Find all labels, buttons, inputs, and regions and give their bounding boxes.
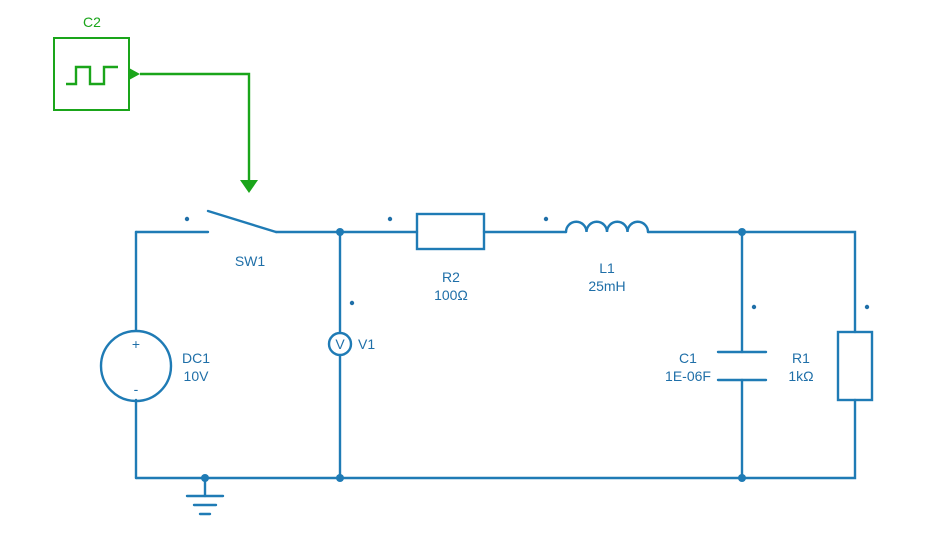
circuit-wires[interactable] <box>134 230 857 498</box>
polarity-dots <box>184 216 870 310</box>
control-signal-wire[interactable] <box>140 72 251 181</box>
ground-icon[interactable] <box>185 494 225 516</box>
r1-resistor[interactable] <box>836 330 874 402</box>
v1-glyph: V <box>335 336 345 352</box>
dc1-name-label: DC1 <box>182 350 210 366</box>
c2-output-port[interactable] <box>129 68 140 80</box>
l1-value-label: 25mH <box>588 278 625 294</box>
c1-name-label: C1 <box>679 350 697 366</box>
dc1-minus-sign: - <box>134 381 139 397</box>
r1-value-label: 1kΩ <box>788 368 813 384</box>
control-signal-arrow <box>240 180 258 193</box>
l1-inductor[interactable] <box>564 220 650 234</box>
square-wave-icon <box>66 65 118 86</box>
v1-label: V1 <box>358 336 375 352</box>
dc1-voltage-source[interactable]: + - <box>99 329 173 403</box>
dc1-plus-sign: + <box>132 336 140 352</box>
v1-voltmeter[interactable]: V <box>327 331 353 357</box>
c1-capacitor[interactable] <box>716 350 768 382</box>
l1-name-label: L1 <box>599 260 615 276</box>
dc1-value-label: 10V <box>184 368 210 384</box>
sw1-label: SW1 <box>235 253 266 269</box>
sw1-switch[interactable] <box>206 209 278 234</box>
r1-name-label: R1 <box>792 350 810 366</box>
r2-name-label: R2 <box>442 269 460 285</box>
r2-resistor[interactable] <box>415 212 486 251</box>
c1-value-label: 1E-06F <box>665 368 711 384</box>
c2-label: C2 <box>83 14 101 30</box>
junctions <box>201 228 746 482</box>
r2-value-label: 100Ω <box>434 287 468 303</box>
c2-pulse-source[interactable] <box>53 37 140 111</box>
